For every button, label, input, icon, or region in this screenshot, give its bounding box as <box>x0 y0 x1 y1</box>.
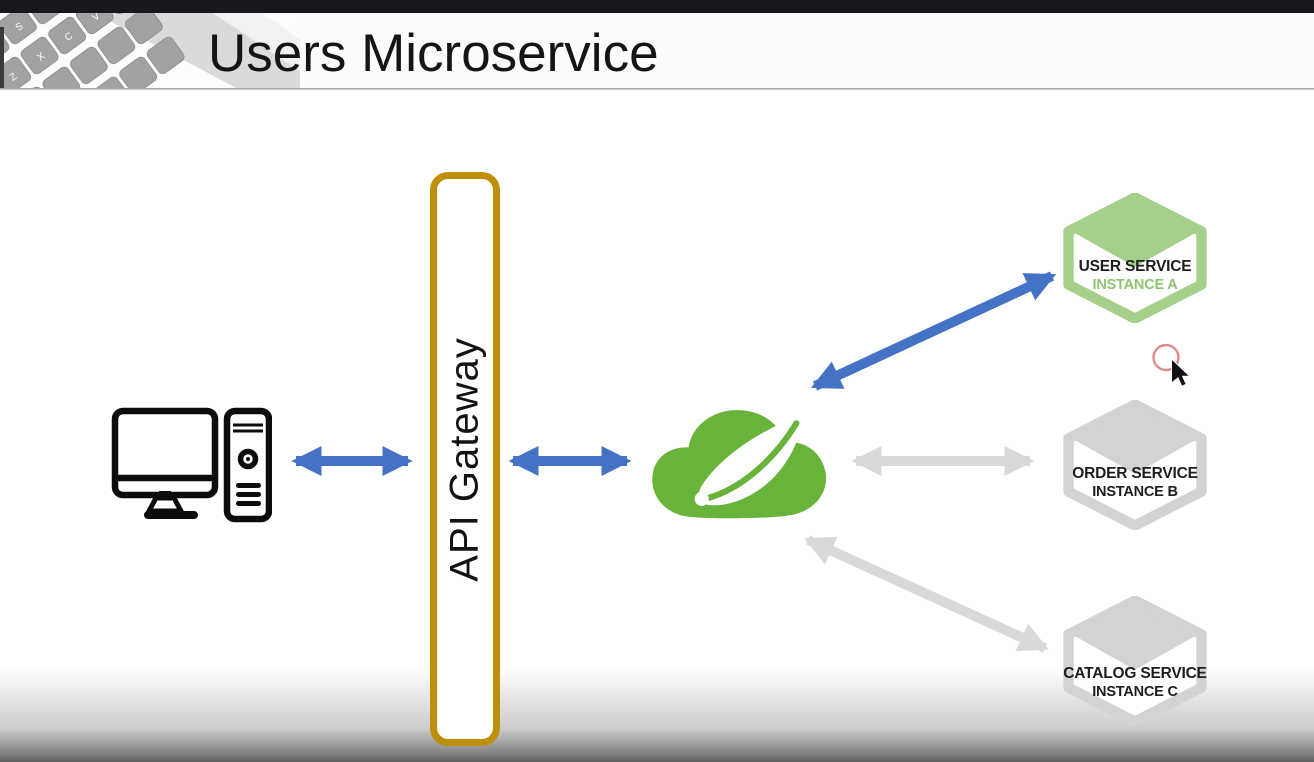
cube-3d-icon <box>1063 400 1207 530</box>
service-label: ORDER SERVICE INSTANCE B <box>1061 464 1209 502</box>
cube-3d-icon <box>1063 596 1207 726</box>
service-label: USER SERVICE INSTANCE A <box>1061 257 1209 295</box>
slide-title: Users Microservice <box>208 24 659 83</box>
mouse-cursor-icon <box>1152 344 1190 387</box>
desktop-computer-icon <box>111 407 272 523</box>
api-gateway-box: API Gateway <box>430 172 500 746</box>
slide-header: ASD ZXC VF Users Microservice <box>0 13 1314 89</box>
service-name: CATALOG SERVICE <box>1063 665 1207 682</box>
svg-text:D: D <box>41 13 53 14</box>
service-instance: INSTANCE C <box>1092 684 1178 700</box>
api-gateway-label: API Gateway <box>442 336 487 582</box>
service-instance: INSTANCE B <box>1092 484 1178 500</box>
service-label: CATALOG SERVICE INSTANCE C <box>1061 664 1209 702</box>
service-name: ORDER SERVICE <box>1072 465 1198 482</box>
laptop-keyboard-photo: ASD ZXC VF <box>0 13 300 89</box>
cube-3d-icon <box>1063 193 1207 323</box>
service-instance: INSTANCE A <box>1092 277 1178 293</box>
service-box-order: ORDER SERVICE INSTANCE B <box>1061 400 1209 530</box>
spring-cloud-logo <box>652 410 827 519</box>
service-box-user: USER SERVICE INSTANCE A <box>1061 193 1209 323</box>
service-box-catalog: CATALOG SERVICE INSTANCE C <box>1061 596 1209 726</box>
svg-text:Z: Z <box>8 71 19 83</box>
top-black-bar <box>0 0 1314 13</box>
header-divider <box>0 88 1314 90</box>
click-highlight-ring <box>1152 344 1180 372</box>
pointer-arrow <box>1171 358 1190 387</box>
svg-text:V: V <box>90 13 102 24</box>
service-name: USER SERVICE <box>1078 258 1192 275</box>
